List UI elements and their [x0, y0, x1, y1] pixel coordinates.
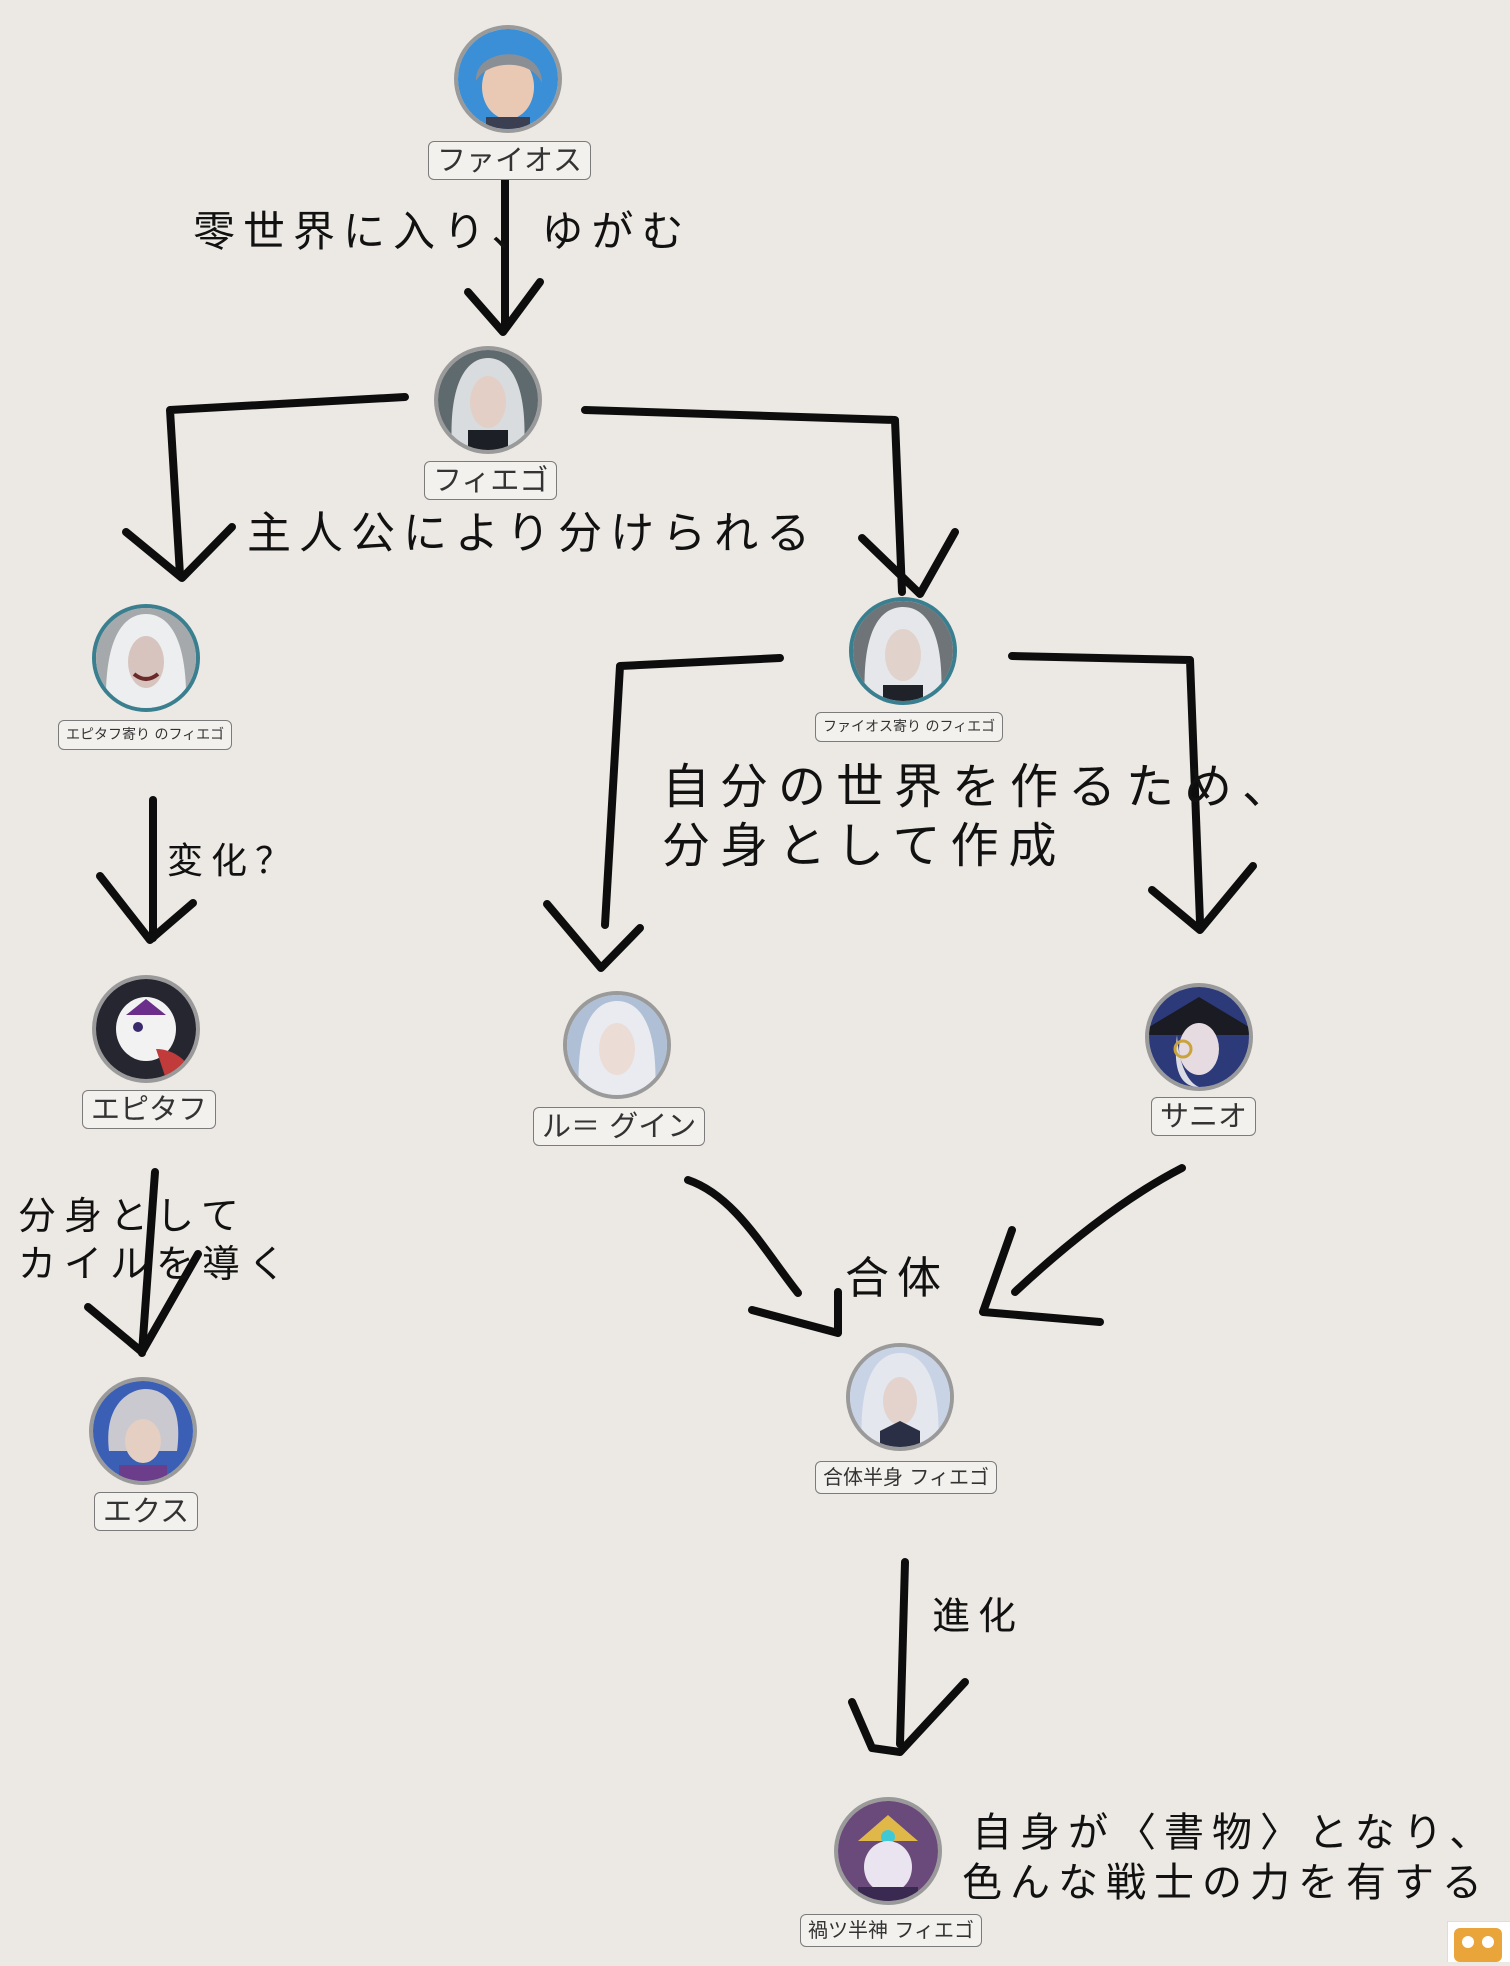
epitaph-portrait-icon: [92, 975, 200, 1083]
arrow-epitaph-to-ex: [138, 1168, 159, 1357]
arrowhead-fiego-to-epitaph-fiego: [122, 523, 236, 582]
phios-fiego-portrait-icon: [849, 597, 957, 705]
node-label: ファイオス寄り のフィエゴ: [815, 712, 1004, 743]
merged-fiego-portrait-icon: [846, 1343, 954, 1451]
node-label: 禍ツ半神 フィエゴ: [800, 1914, 982, 1947]
annotation-create-own-world-line1: 自分の世界を作るため、: [662, 759, 1301, 815]
arrowhead-phios-fiego-to-sanio: [1148, 862, 1257, 934]
annotation-guide-kyle-line1: 分身として: [18, 1194, 247, 1238]
corner-app-icon[interactable]: [1447, 1921, 1510, 1962]
arrowhead-luegwin-to-merged: [748, 1288, 842, 1337]
arrowhead-phios-fiego-to-luegwin: [543, 900, 644, 972]
node-label: エピタフ寄り のフィエゴ: [58, 720, 233, 751]
arrowhead-epitaph-to-ex: [84, 1250, 202, 1356]
arrowhead-phios-to-fiego: [464, 278, 544, 336]
node-label: サニオ: [1151, 1097, 1257, 1137]
annotation-become-book-line1: 自身が〈書物〉となり、: [972, 1810, 1498, 1856]
annotation-enter-zero-world: 零世界に入り、ゆがむ: [193, 207, 692, 256]
node-label: フィエゴ: [424, 461, 558, 501]
node-label: エピタフ: [82, 1090, 217, 1130]
annotation-merge: 合体: [845, 1253, 949, 1304]
annotation-change: 変化？: [167, 841, 300, 882]
ex-portrait-icon: [89, 1377, 197, 1485]
arrow-merged-to-magatsu: [896, 1558, 909, 1748]
annotation-create-own-world-line2: 分身として作成: [662, 818, 1067, 874]
arrow-phios-fiego-to-sanio: [1008, 652, 1204, 926]
arrow-fiego-to-epitaph-fiego: [166, 393, 409, 579]
node-label: ル＝ グイン: [533, 1107, 706, 1147]
node-label: ファイオス: [428, 141, 592, 181]
arrow-sanio-to-merged: [1011, 1164, 1186, 1296]
annotation-guide-kyle-line2: カイルを導く: [18, 1242, 295, 1286]
phios-portrait-icon: [454, 25, 562, 133]
node-label: 合体半身 フィエゴ: [815, 1461, 997, 1494]
annotation-become-book-line2: 色んな戦士の力を有する: [962, 1860, 1490, 1906]
node-label: エクス: [94, 1492, 199, 1532]
arrowhead-sanio-to-merged: [979, 1226, 1104, 1326]
magatsu-fiego-portrait-icon: [834, 1797, 942, 1905]
epitaph-fiego-portrait-icon: [92, 604, 200, 712]
arrowhead-epitaph-fiego-to-epitaph: [96, 872, 197, 944]
annotation-evolve: 進化: [932, 1594, 1025, 1638]
annotation-split-by-hero: 主人公により分けられる: [247, 508, 819, 559]
sanio-portrait-icon: [1145, 983, 1253, 1091]
arrow-phios-fiego-to-luegwin: [601, 654, 784, 929]
fiego-portrait-icon: [434, 346, 542, 454]
arrow-fiego-to-phios-fiego: [581, 406, 906, 596]
luegwin-portrait-icon: [563, 991, 671, 1099]
arrowhead-fiego-to-phios-fiego: [858, 528, 959, 598]
arrow-luegwin-to-merged: [684, 1176, 802, 1297]
arrowhead-merged-to-magatsu: [848, 1678, 969, 1756]
